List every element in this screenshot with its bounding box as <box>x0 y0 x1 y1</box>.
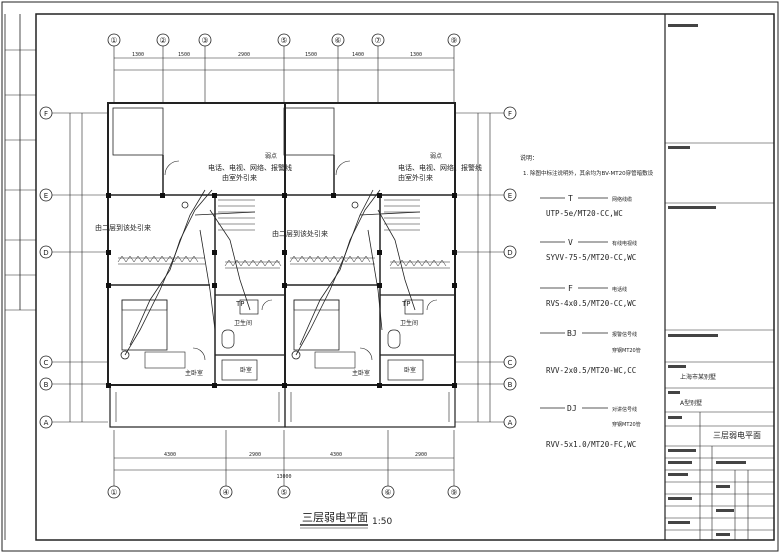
axis-top-1: ① <box>110 36 117 45</box>
room-bed-left: 卧室 <box>240 366 252 374</box>
axis-top-3: ③ <box>201 36 208 45</box>
legend-desc-bj: 报警信号线 <box>612 331 637 338</box>
drawing-title-block: 三层弱电平面 1:50 <box>300 511 392 529</box>
dim-overall: 13000 <box>276 474 291 480</box>
room-bath-left: 卫生间 <box>234 319 252 327</box>
axis-bottom-2: ④ <box>222 488 229 497</box>
axis-bottom-1: ① <box>110 488 117 497</box>
left-binding-strip <box>4 14 36 540</box>
axis-row-b-right: B <box>508 381 513 389</box>
axis-row-e-left: E <box>44 192 48 200</box>
inner-border <box>35 13 775 541</box>
axis-bottom-3: ⑤ <box>280 488 287 497</box>
axis-row-c-left: C <box>44 359 49 367</box>
dim-bottom-4: 2900 <box>415 452 427 458</box>
axis-top-7: ⑨ <box>450 36 457 45</box>
axis-row-b-left: B <box>44 381 49 389</box>
tp-label-right: TP <box>402 300 410 308</box>
axis-top-2: ② <box>159 36 166 45</box>
drawing-scale: 1:50 <box>372 517 392 527</box>
dim-top-1: 1300 <box>132 52 144 58</box>
dim-bottom-1: 4300 <box>164 452 176 458</box>
drawing-title: 三层弱电平面 <box>302 511 368 524</box>
legend-desc2-bj: 穿钢MT20管 <box>612 347 641 354</box>
room-bed-right: 卧室 <box>404 366 416 374</box>
axis-row-e-right: E <box>508 192 512 200</box>
cabinet-note-left: 电话、电视、网络、报警线 <box>208 163 292 172</box>
legend-symbol-f: F <box>568 284 573 293</box>
dim-top-6: 1300 <box>410 52 422 58</box>
notes-heading: 说明： <box>520 154 538 162</box>
legend-item-dj: DJ 对讲信号线 穿钢MT20管 RVV-5x1.0/MT20-FC,WC <box>540 404 641 449</box>
legend-spec-v: SYVV-75-5/MT20-CC,WC <box>546 253 636 262</box>
tp-label-left: TP <box>236 300 244 308</box>
dim-top-3: 2900 <box>238 52 250 58</box>
room-main-right: 主卧室 <box>352 369 370 377</box>
room-main-left: 主卧室 <box>185 369 203 377</box>
axis-row-a-left: A <box>44 419 49 427</box>
axis-bottom-5: ⑨ <box>450 488 457 497</box>
legend-symbol-t: T <box>568 194 573 203</box>
legend-item-f: F 电话线 RVS-4x0.5/MT20-CC,WC <box>540 284 636 308</box>
notes-item-1: 1. 除图中标注说明外，其余均为BV-MT20穿管暗敷设 <box>523 169 654 177</box>
legend-item-bj: BJ 报警信号线 穿钢MT20管 RVV-2x0.5/MT20-WC,CC <box>540 329 641 375</box>
floor-plan <box>106 102 457 428</box>
title-block-sheet-name: 三层弱电平面 <box>713 430 761 440</box>
dim-top-5: 1400 <box>352 52 364 58</box>
dim-bottom-2: 2900 <box>249 452 261 458</box>
axis-row-d-left: D <box>43 249 48 257</box>
axis-row-f-left: F <box>44 110 48 118</box>
title-block-project: 上海市某别墅 <box>680 373 716 381</box>
legend-desc2-dj: 穿钢MT20管 <box>612 421 641 428</box>
axis-top-6: ⑦ <box>374 36 381 45</box>
cabinet-note-right: 电话、电视、网络、报警线 <box>398 163 482 172</box>
legend-symbol-bj: BJ <box>567 329 577 338</box>
legend-desc-f: 电话线 <box>612 286 627 293</box>
dim-top-2: 1500 <box>178 52 190 58</box>
legend-symbol-dj: DJ <box>567 404 577 413</box>
plan-labels: 电话、电视、网络、报警线 由室外引来 电话、电视、网络、报警线 由室外引来 弱点… <box>95 152 482 377</box>
legend-spec-bj: RVV-2x0.5/MT20-WC,CC <box>546 366 636 375</box>
legend-desc-dj: 对讲信号线 <box>612 406 637 413</box>
axis-bottom-4: ⑥ <box>384 488 391 497</box>
legend-desc-t: 网络线缆 <box>612 196 632 203</box>
legend-spec-dj: RVV-5x1.0/MT20-FC,WC <box>546 440 636 449</box>
box-label-right: 弱点 <box>430 152 442 160</box>
axis-row-f-right: F <box>508 110 512 118</box>
grid-axes: ① ② ③ ⑤ ⑥ ⑦ ⑨ ① ④ ⑤ ⑥ ⑨ F E D C B A F E … <box>39 33 517 499</box>
cabinet-note-left-2: 由室外引来 <box>222 173 257 182</box>
notes-legend: 说明： 1. 除图中标注说明外，其余均为BV-MT20穿管暗敷设 T 网络线缆 … <box>520 154 654 449</box>
axis-row-c-right: C <box>508 359 513 367</box>
dim-top-4: 1500 <box>305 52 317 58</box>
box-label-left: 弱点 <box>265 152 277 160</box>
dim-bottom-3: 4300 <box>330 452 342 458</box>
axis-top-5: ⑥ <box>334 36 341 45</box>
legend-spec-f: RVS-4x0.5/MT20-CC,WC <box>546 299 636 308</box>
axis-row-a-right: A <box>508 419 513 427</box>
riser-label-right: 由二层到该处引来 <box>272 229 328 238</box>
room-bath-right: 卫生间 <box>400 319 418 327</box>
axis-top-4: ⑤ <box>280 36 287 45</box>
legend-spec-t: UTP-5e/MT20-CC,WC <box>546 209 623 218</box>
legend-item-t: T 网络线缆 UTP-5e/MT20-CC,WC <box>540 194 632 218</box>
legend-item-v: V 有线电视线 SYVV-75-5/MT20-CC,WC <box>540 238 637 262</box>
legend-symbol-v: V <box>568 238 573 247</box>
cabinet-note-right-2: 由室外引来 <box>398 173 433 182</box>
legend-desc-v: 有线电视线 <box>612 240 637 247</box>
title-block-item: A型别墅 <box>680 399 702 407</box>
riser-label-left: 由二层到该处引来 <box>95 223 151 232</box>
title-block: 上海市某别墅 A型别墅 三层弱电平面 <box>664 14 774 540</box>
axis-row-d-right: D <box>507 249 512 257</box>
